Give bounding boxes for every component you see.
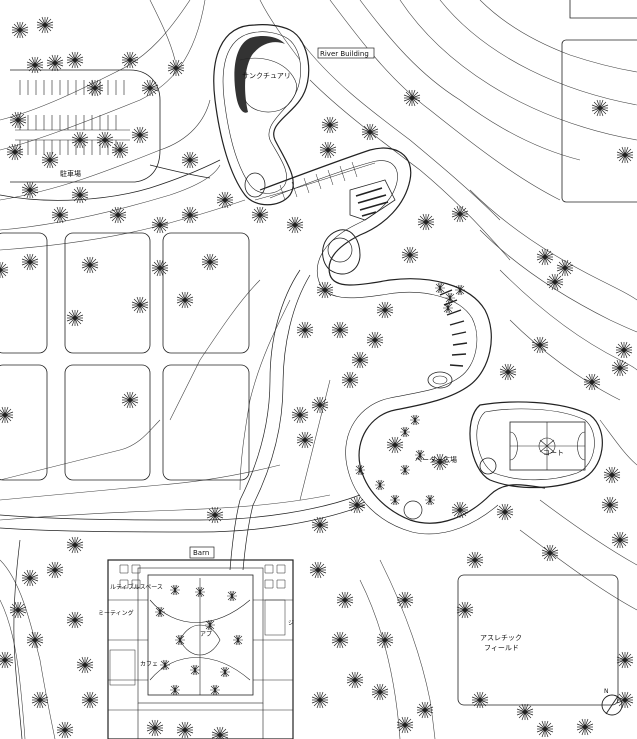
- barn-room-3-label: ジ: [288, 620, 294, 627]
- river-building-label-box: [317, 47, 375, 59]
- map-labels: River Building サンクチュアリ 駐車場 ベーター広場 コート Ba…: [60, 47, 564, 668]
- barn-room-5-label: カフェ: [140, 661, 158, 668]
- athletic-field-label-line2: フィールド: [484, 644, 519, 652]
- river-building: [213, 24, 603, 535]
- north-label: N: [604, 688, 609, 695]
- sanctuary-label: サンクチュアリ: [242, 72, 291, 80]
- river-building-label: River Building: [320, 50, 369, 58]
- athletic-field-label-line1: アスレチック: [480, 634, 522, 642]
- barn-label-box: [189, 546, 215, 559]
- barn-building: [107, 559, 294, 739]
- plaza-label: ベーター広場: [415, 455, 457, 464]
- barn-room-2-label: ミーティング: [98, 609, 134, 617]
- barn-room-4-label: アプ: [200, 631, 212, 638]
- paths: [0, 164, 366, 739]
- right-blocks: [561, 0, 637, 203]
- field-plots: [0, 232, 250, 481]
- barn-room-1-label: ルティブルスペース: [110, 583, 163, 591]
- north-arrow: N: [601, 688, 623, 716]
- athletic-field: [457, 574, 619, 706]
- barn-label: Barn: [193, 549, 209, 557]
- court-label: コート: [543, 449, 564, 457]
- parking-lot: [0, 69, 221, 201]
- parking-label: 駐車場: [60, 169, 81, 178]
